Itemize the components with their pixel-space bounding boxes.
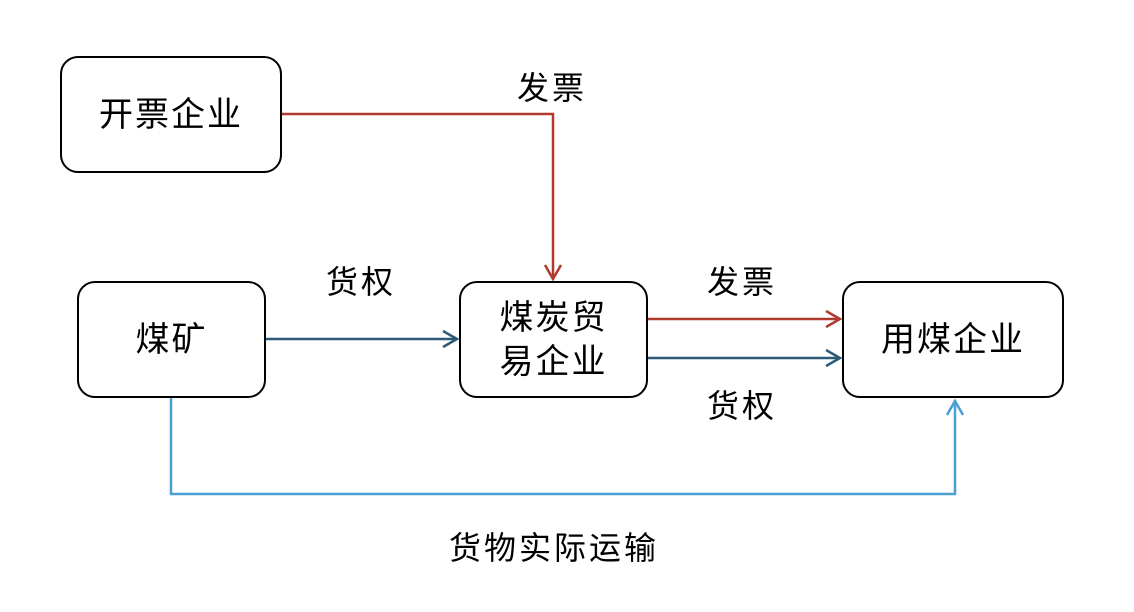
coal-trading-company-box: 煤炭贸易企业 xyxy=(459,281,648,398)
title-arrow-right xyxy=(648,348,843,368)
transport-label: 货物实际运输 xyxy=(449,529,660,567)
invoice-arrow-right xyxy=(648,309,843,329)
transport-arrow xyxy=(169,398,965,496)
invoicing-company-label: 开票企业 xyxy=(99,94,243,135)
title-arrow-left xyxy=(266,329,460,349)
coal-using-company-box: 用煤企业 xyxy=(842,281,1064,398)
title-label-right: 货权 xyxy=(707,387,778,425)
invoice-label-top: 发票 xyxy=(517,69,588,107)
coal-mine-label: 煤矿 xyxy=(135,319,208,360)
invoice-label-right: 发票 xyxy=(707,263,778,301)
coal-mine-box: 煤矿 xyxy=(77,281,266,398)
coal-trading-company-label: 煤炭贸易企业 xyxy=(499,297,608,382)
coal-using-company-label: 用煤企业 xyxy=(881,319,1025,360)
title-label-left: 货权 xyxy=(326,263,397,301)
invoice-arrow-top xyxy=(282,112,563,282)
invoicing-company-box: 开票企业 xyxy=(60,56,282,173)
